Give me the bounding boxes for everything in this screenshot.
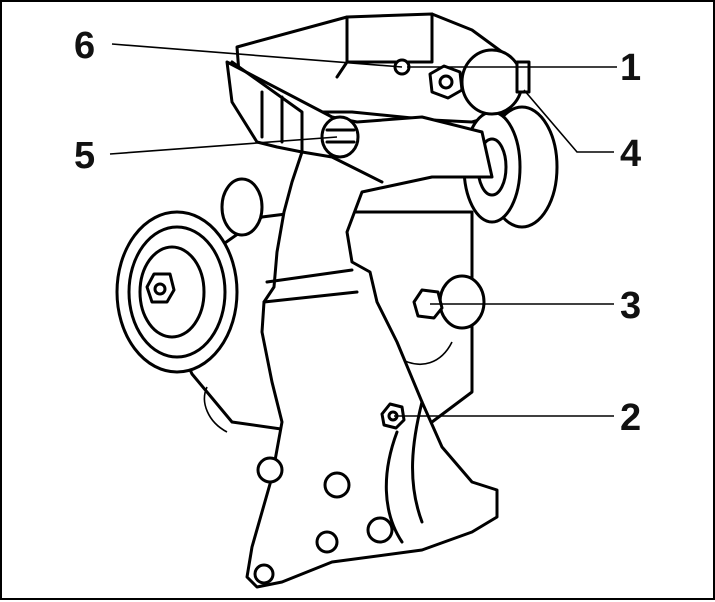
- leader-6: [111, 43, 403, 68]
- leader-4: [523, 89, 614, 153]
- upper-boss: [460, 48, 531, 116]
- leader-5: [109, 136, 338, 155]
- main-bracket: [225, 60, 499, 589]
- callout-4: 4: [620, 133, 641, 175]
- left-pulley: [115, 210, 239, 374]
- bolt-3: [412, 274, 486, 330]
- callout-1: 1: [620, 47, 641, 89]
- callout-6: 6: [74, 25, 95, 67]
- spacer-boss: [220, 177, 264, 237]
- right-roller: [462, 105, 559, 229]
- callout-3: 3: [620, 285, 641, 327]
- nut-6: [428, 64, 464, 100]
- base-mount-holes: [253, 456, 394, 585]
- leader-lines: [109, 43, 617, 417]
- bolt-5: [320, 115, 360, 159]
- callout-2: 2: [620, 397, 641, 439]
- callout-5: 5: [74, 135, 95, 177]
